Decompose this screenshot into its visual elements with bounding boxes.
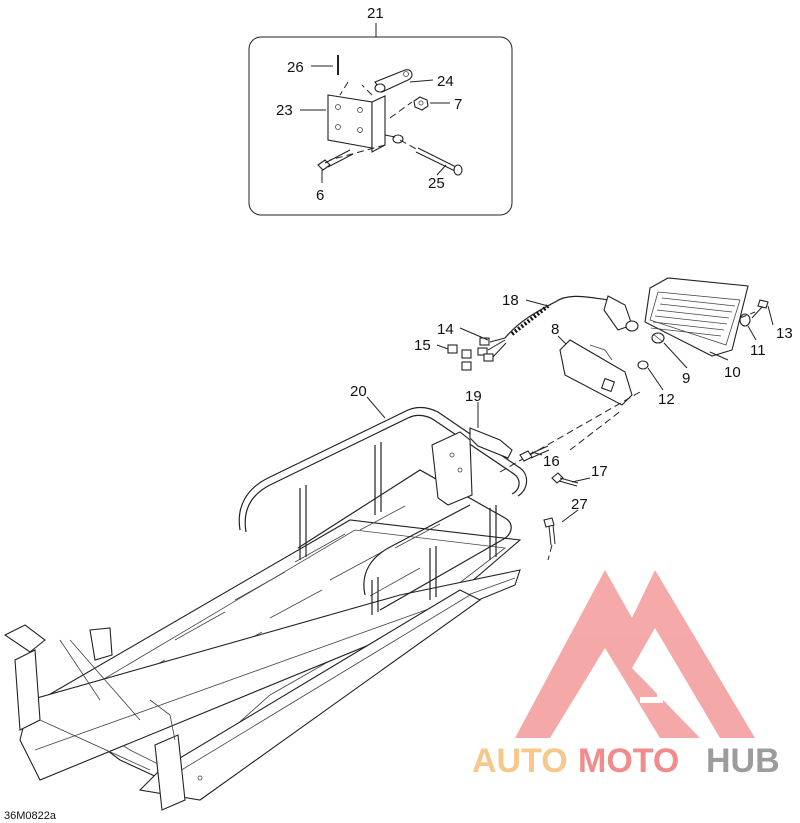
callout-11: 11 bbox=[750, 342, 766, 359]
tail-light-assembly bbox=[436, 277, 774, 561]
cargo-rack-frame bbox=[3, 396, 528, 811]
callout-13: 13 bbox=[776, 325, 793, 342]
callout-19: 19 bbox=[465, 388, 482, 405]
bolt-17-part bbox=[551, 472, 564, 484]
rack-rail-part bbox=[238, 406, 528, 531]
callout-26: 26 bbox=[287, 59, 304, 76]
inset-frame bbox=[248, 36, 513, 216]
bolt-27-part bbox=[543, 517, 555, 528]
callout-8: 8 bbox=[551, 321, 559, 338]
socket-part bbox=[637, 360, 649, 370]
callout-17: 17 bbox=[591, 463, 608, 480]
watermark-text-auto: AUTO bbox=[472, 742, 568, 780]
callout-18: 18 bbox=[502, 292, 519, 309]
callout-24: 24 bbox=[437, 73, 454, 90]
bolt-16-part bbox=[519, 450, 533, 462]
terminal-part bbox=[447, 344, 458, 354]
watermark-logo-icon bbox=[515, 570, 755, 738]
callout-9: 9 bbox=[682, 370, 690, 387]
watermark-text-moto: MOTO bbox=[578, 742, 679, 780]
callout-15: 15 bbox=[414, 337, 431, 354]
callout-20: 20 bbox=[350, 383, 367, 400]
callout-12: 12 bbox=[658, 391, 675, 408]
rear-bracket-part bbox=[431, 431, 473, 506]
connector-part bbox=[479, 337, 490, 346]
callout-labels: 21 26 24 23 7 6 25 18 14 15 8 13 11 10 9… bbox=[4, 5, 793, 822]
mounting-plate-part bbox=[327, 94, 373, 149]
callout-14: 14 bbox=[437, 321, 454, 338]
callout-7: 7 bbox=[454, 96, 462, 113]
callout-16: 16 bbox=[543, 453, 560, 470]
wire-harness-part bbox=[510, 304, 550, 336]
figure-code: 36M0822a bbox=[4, 810, 57, 822]
screw-part bbox=[757, 299, 769, 309]
callout-10: 10 bbox=[724, 364, 741, 381]
callout-23: 23 bbox=[276, 102, 293, 119]
watermark-text: AUTO MOTO HUB bbox=[472, 742, 780, 780]
callout-21: 21 bbox=[367, 5, 384, 22]
pin-part bbox=[453, 164, 463, 176]
lamp-housing-part bbox=[644, 277, 749, 357]
callout-6: 6 bbox=[316, 187, 324, 204]
callout-27: 27 bbox=[571, 496, 588, 513]
inset-hitch-assembly bbox=[248, 23, 513, 216]
watermark-text-hub: HUB bbox=[706, 742, 780, 780]
lamp-bracket-part bbox=[559, 339, 633, 406]
watermark-logo bbox=[515, 570, 755, 738]
nut-part bbox=[413, 96, 429, 111]
callout-25: 25 bbox=[428, 175, 445, 192]
